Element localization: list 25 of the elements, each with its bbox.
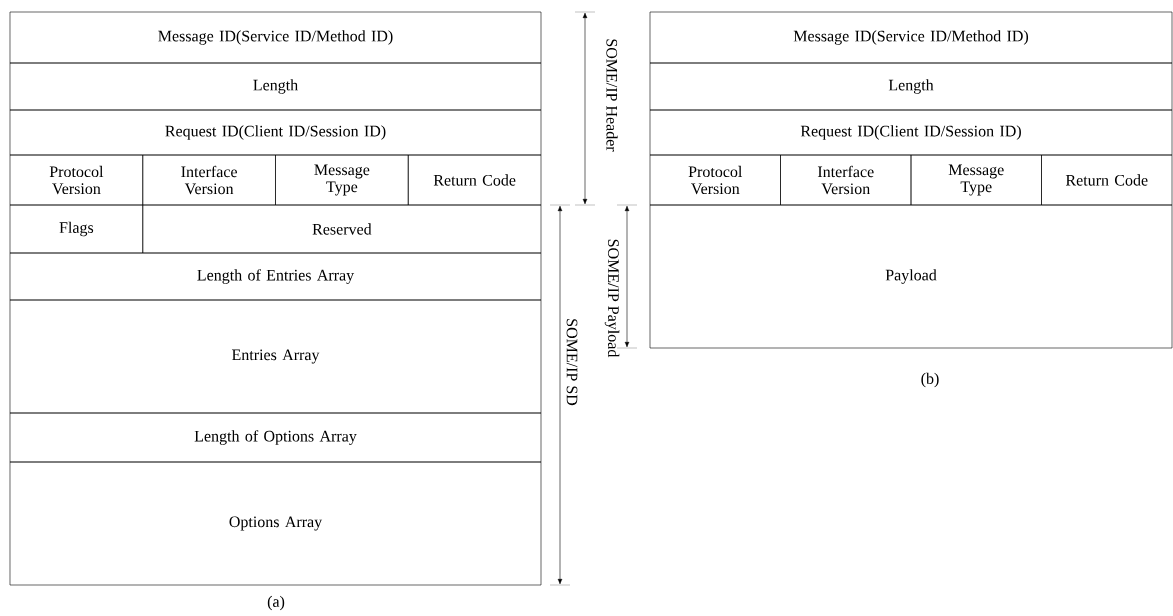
dimension-label: SOME/IP Header bbox=[606, 39, 618, 152]
table-cell: Protocol Version bbox=[9, 154, 144, 206]
table-cell: Request ID(Client ID/Session ID) bbox=[649, 109, 1173, 156]
table-cell: Protocol Version bbox=[649, 154, 781, 206]
table-cell: Message Type bbox=[910, 154, 1042, 206]
table-cell: Length bbox=[649, 62, 1173, 111]
table-cell: Return Code bbox=[407, 154, 542, 206]
table-cell: Length of Entries Array bbox=[9, 252, 542, 301]
table-cell: Payload bbox=[649, 204, 1173, 349]
dimension-label: SOME/IP Payload bbox=[604, 239, 620, 358]
table-cell: Interface Version bbox=[780, 154, 912, 206]
table-cell: Length of Options Array bbox=[9, 412, 542, 463]
panel-caption: (b) bbox=[921, 372, 939, 388]
table-cell: Return Code bbox=[1041, 154, 1173, 206]
table-cell: Options Array bbox=[9, 461, 542, 586]
table-cell: Length bbox=[9, 62, 542, 111]
table-cell: Message Type bbox=[275, 154, 409, 206]
table-cell: Flags bbox=[9, 204, 144, 254]
table-cell: Reserved bbox=[142, 204, 542, 254]
table-cell: Entries Array bbox=[9, 299, 542, 414]
dimension-label: SOME/IP SD bbox=[566, 319, 578, 406]
table-cell: Message ID(Service ID/Method ID) bbox=[649, 11, 1173, 64]
table-cell: Interface Version bbox=[142, 154, 276, 206]
table-cell: Message ID(Service ID/Method ID) bbox=[9, 11, 542, 64]
table-cell: Request ID(Client ID/Session ID) bbox=[9, 109, 542, 156]
